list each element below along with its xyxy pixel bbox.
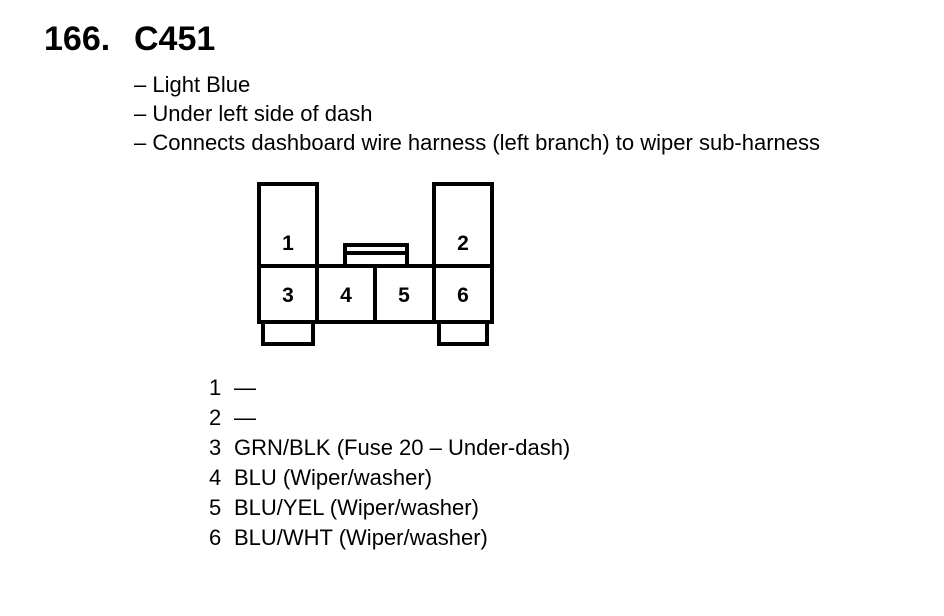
pin-description: BLU/WHT (Wiper/washer) <box>234 525 488 550</box>
pin-number: 6 <box>209 525 222 550</box>
pin-cavity-label-5: 5 <box>398 284 410 307</box>
pin-row: 2 — <box>209 403 570 433</box>
pin-row: 4 BLU (Wiper/washer) <box>209 463 570 493</box>
pin-row: 5 BLU/YEL (Wiper/washer) <box>209 493 570 523</box>
pin-number: 3 <box>209 435 222 460</box>
pin-cavity-label-1: 1 <box>282 232 294 255</box>
pin-number: 4 <box>209 465 222 490</box>
pin-description: — <box>234 375 256 400</box>
connector-diagram: 1 2 3 4 5 6 <box>257 182 494 346</box>
pin-list: 1 — 2 — 3 GRN/BLK (Fuse 20 – Under-dash)… <box>209 373 570 553</box>
pin-cavity-label-2: 2 <box>457 232 469 255</box>
note-color: – Light Blue <box>134 72 251 97</box>
pin-cavity-label-3: 3 <box>282 284 294 307</box>
pin-cavity-label-4: 4 <box>340 284 352 307</box>
pin-description: GRN/BLK (Fuse 20 – Under-dash) <box>234 435 571 460</box>
pin-row: 3 GRN/BLK (Fuse 20 – Under-dash) <box>209 433 570 463</box>
pin-number: 2 <box>209 405 222 430</box>
connector-notes: – Light Blue – Under left side of dash –… <box>134 70 820 157</box>
latch-tab <box>343 243 409 268</box>
pin-row: 6 BLU/WHT (Wiper/washer) <box>209 523 570 553</box>
pin-number: 1 <box>209 375 222 400</box>
item-number: 166. <box>44 20 111 58</box>
connector-id: C451 <box>134 20 216 58</box>
pin-number: 5 <box>209 495 222 520</box>
pin-description: BLU/YEL (Wiper/washer) <box>234 495 479 520</box>
pin-description: BLU (Wiper/washer) <box>234 465 433 490</box>
pin-cavity-label-6: 6 <box>457 284 469 307</box>
pin-row: 1 — <box>209 373 570 403</box>
pin-description: — <box>234 405 256 430</box>
note-function: – Connects dashboard wire harness (left … <box>134 130 821 155</box>
note-location: – Under left side of dash <box>134 101 373 126</box>
